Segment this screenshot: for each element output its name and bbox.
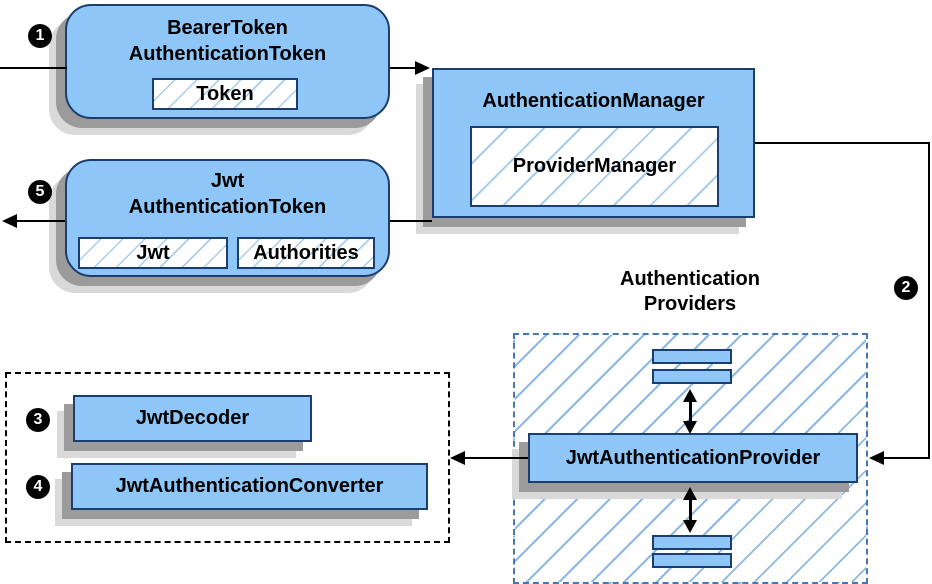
provider-manager-member: ProviderManager bbox=[470, 126, 719, 207]
step-4-badge: 4 bbox=[26, 475, 50, 499]
bearer-to-manager-arrowhead-icon bbox=[415, 61, 430, 75]
bearer-token-authentication-token-node: BearerToken AuthenticationToken Token bbox=[65, 4, 390, 119]
bidirectional-arrow-icon bbox=[683, 487, 697, 533]
token-member: Token bbox=[152, 78, 298, 110]
authentication-providers-label-line1: Authentication bbox=[620, 268, 760, 290]
provider-slot-bar bbox=[652, 369, 732, 384]
outgoing-result-line bbox=[16, 220, 65, 222]
provider-slot-bar bbox=[652, 553, 732, 568]
incoming-request-line bbox=[0, 67, 67, 69]
jwt-decoder-node: JwtDecoder bbox=[73, 395, 312, 442]
jwt-authentication-converter-node: JwtAuthenticationConverter bbox=[71, 463, 428, 510]
step-1-badge: 1 bbox=[28, 24, 52, 48]
bearer-token-title-line1: BearerToken bbox=[167, 17, 288, 39]
provider-slot-bar bbox=[652, 535, 732, 550]
manager-to-provider-line-vertical bbox=[928, 142, 930, 459]
jwt-member: Jwt bbox=[78, 237, 228, 269]
provider-to-decoder-line bbox=[464, 457, 528, 459]
outgoing-result-arrowhead-icon bbox=[2, 214, 17, 228]
authorities-member: Authorities bbox=[237, 237, 375, 269]
manager-to-provider-line-bottom bbox=[884, 457, 930, 459]
jwt-authentication-provider-node: JwtAuthenticationProvider bbox=[528, 433, 858, 483]
bearer-token-title-line2: AuthenticationToken bbox=[128, 43, 327, 65]
step-5-badge: 5 bbox=[28, 180, 52, 204]
jwt-token-title-line1: Jwt bbox=[210, 170, 245, 192]
jwt-authentication-token-node: Jwt AuthenticationToken Jwt Authorities bbox=[65, 159, 390, 277]
authentication-providers-label-line2: Providers bbox=[643, 293, 737, 315]
authentication-providers-label: Authentication Providers bbox=[565, 267, 815, 317]
provider-to-decoder-arrowhead-icon bbox=[450, 451, 465, 465]
bearer-to-manager-line bbox=[390, 67, 416, 69]
decoder-converter-group: JwtDecoder JwtAuthenticationConverter bbox=[5, 372, 450, 543]
authentication-manager-title: AuthenticationManager bbox=[482, 90, 705, 112]
authentication-providers-container: JwtAuthenticationProvider bbox=[513, 333, 868, 584]
manager-to-provider-line-top bbox=[755, 142, 930, 144]
step-3-badge: 3 bbox=[26, 408, 50, 432]
manager-to-provider-arrowhead-icon bbox=[869, 451, 884, 465]
step-2-badge: 2 bbox=[894, 276, 918, 300]
provider-slot-bar bbox=[652, 349, 732, 364]
bidirectional-arrow-icon bbox=[683, 389, 697, 434]
jwt-token-title-line2: AuthenticationToken bbox=[128, 196, 327, 218]
manager-to-jwt-token-line bbox=[390, 220, 432, 222]
authentication-manager-node: AuthenticationManager ProviderManager bbox=[432, 68, 755, 218]
